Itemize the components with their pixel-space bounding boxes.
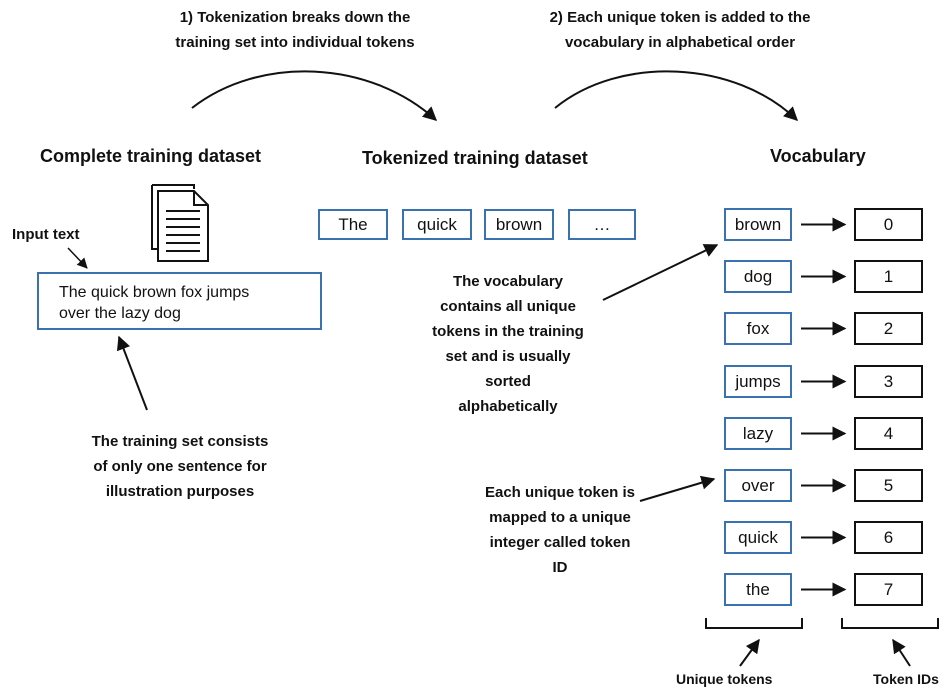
token-id-7: 7 <box>854 573 923 606</box>
step2-note-line2: vocabulary in alphabetical order <box>564 34 796 51</box>
mapping-note-line3: integer called token <box>489 534 631 551</box>
vocabulary-note-line3: tokens in the training <box>432 323 584 340</box>
token-id-5: 5 <box>854 469 923 502</box>
tokenized-dataset-heading: Tokenized training dataset <box>362 148 588 168</box>
mapping-note-line4: ID <box>552 559 568 576</box>
step2-note-line1: 2) Each unique token is added to the <box>549 9 811 26</box>
token-ids-arrow <box>892 638 911 667</box>
training-set-note-line3: illustration purposes <box>105 483 255 500</box>
mapping-note: Each unique token is mapped to a unique … <box>460 480 660 580</box>
training-set-note-line1: The training set consists <box>91 433 269 450</box>
vocab-token-lazy: lazy <box>724 417 792 450</box>
step2-curve-arrow <box>554 70 799 121</box>
token-id-6: 6 <box>854 521 923 554</box>
training-note-arrow <box>116 335 148 411</box>
vocabulary-note-line5: sorted <box>485 373 531 390</box>
vocab-token-jumps: jumps <box>724 365 792 398</box>
vocab-token-brown: brown <box>724 208 792 241</box>
unique-tokens-label: Unique tokens <box>676 671 773 687</box>
vocabulary-note: The vocabulary contains all unique token… <box>408 269 608 419</box>
input-text-box: The quick brown fox jumps over the lazy … <box>37 272 322 330</box>
input-text-label: Input text <box>12 226 80 243</box>
vocabulary-heading: Vocabulary <box>770 146 866 166</box>
vocabulary-note-line6: alphabetically <box>458 398 558 415</box>
mapping-arrows <box>801 217 847 597</box>
unique-tokens-bracket <box>705 618 803 629</box>
input-text-line2: over the lazy dog <box>59 305 181 322</box>
step1-note: 1) Tokenization breaks down the training… <box>140 5 450 55</box>
token-box-ellipsis: … <box>568 209 636 240</box>
unique-tokens-arrow <box>739 638 760 667</box>
input-text-line1: The quick brown fox jumps <box>59 284 250 301</box>
training-set-note: The training set consists of only one se… <box>60 429 300 504</box>
step1-note-line2: training set into individual tokens <box>175 34 415 51</box>
token-ids-label: Token IDs <box>873 671 939 687</box>
vocabulary-note-line2: contains all unique <box>440 298 576 315</box>
vocab-token-quick: quick <box>724 521 792 554</box>
vocabulary-note-line1: The vocabulary <box>452 273 564 290</box>
token-ids-bracket <box>841 618 939 629</box>
vocab-note-arrow <box>602 244 719 301</box>
token-id-2: 2 <box>854 312 923 345</box>
token-id-0: 0 <box>854 208 923 241</box>
vocab-token-the: the <box>724 573 792 606</box>
training-set-note-line2: of only one sentence for <box>93 458 267 475</box>
token-box-quick: quick <box>402 209 472 240</box>
vocab-token-dog: dog <box>724 260 792 293</box>
mapping-note-line2: mapped to a unique <box>489 509 631 526</box>
vocab-token-fox: fox <box>724 312 792 345</box>
token-box-the: The <box>318 209 388 240</box>
complete-dataset-heading: Complete training dataset <box>40 146 262 166</box>
document-icon <box>151 184 209 262</box>
token-box-brown: brown <box>484 209 554 240</box>
vocabulary-note-line4: set and is usually <box>445 348 571 365</box>
mapping-note-arrow <box>639 475 716 502</box>
step1-note-line1: 1) Tokenization breaks down the <box>179 9 411 26</box>
token-id-3: 3 <box>854 365 923 398</box>
token-id-4: 4 <box>854 417 923 450</box>
step2-note: 2) Each unique token is added to the voc… <box>515 5 845 55</box>
token-id-1: 1 <box>854 260 923 293</box>
step1-curve-arrow <box>191 70 438 121</box>
mapping-note-line1: Each unique token is <box>484 484 636 501</box>
input-label-arrow <box>67 247 88 269</box>
vocab-token-over: over <box>724 469 792 502</box>
